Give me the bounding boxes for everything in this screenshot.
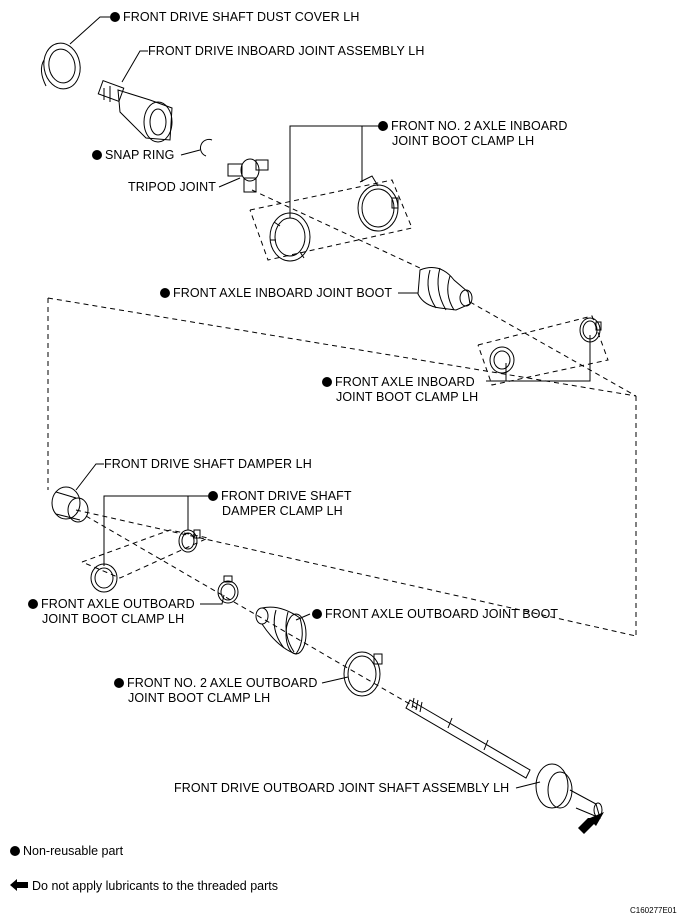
label-outboard-boot: FRONT AXLE OUTBOARD JOINT BOOT — [312, 607, 558, 622]
label-outboard-clamp: FRONT AXLE OUTBOARD JOINT BOOT CLAMP LH — [28, 597, 195, 627]
non-reusable-dot-icon — [378, 121, 388, 131]
non-reusable-dot-icon — [10, 846, 20, 856]
dust-cover-part — [40, 42, 81, 90]
inboard-boot-part — [417, 267, 473, 311]
arrow-left-icon — [10, 879, 28, 891]
label-damper: FRONT DRIVE SHAFT DAMPER LH — [104, 457, 312, 471]
outboard-small-clamp-part — [217, 575, 239, 604]
non-reusable-dot-icon — [322, 377, 332, 387]
no2-inboard-clamp-part — [357, 175, 399, 232]
inboard-large-clamp-part — [269, 212, 311, 262]
damper-clamp-part — [178, 529, 201, 553]
label-no2-outboard-clamp: FRONT NO. 2 AXLE OUTBOARD JOINT BOOT CLA… — [114, 676, 318, 706]
label-inboard-joint: FRONT DRIVE INBOARD JOINT ASSEMBLY LH — [148, 44, 425, 58]
label-inboard-boot: FRONT AXLE INBOARD JOINT BOOT — [160, 286, 392, 301]
outboard-boot-part — [255, 606, 307, 655]
legend-non-reusable: Non-reusable part — [10, 844, 123, 859]
non-reusable-dot-icon — [114, 678, 124, 688]
label-dust-cover: FRONT DRIVE SHAFT DUST COVER LH — [110, 10, 359, 25]
label-tripod-joint: TRIPOD JOINT — [128, 180, 217, 194]
outboard-clamp-ring-part — [90, 563, 118, 593]
non-reusable-dot-icon — [160, 288, 170, 298]
tripod-joint-part — [227, 158, 269, 193]
snap-ring-part — [199, 138, 213, 157]
assembly-dashed-lines — [47, 179, 637, 711]
legend-no-lubricant: Do not apply lubricants to the threaded … — [10, 879, 278, 894]
label-outboard-shaft: FRONT DRIVE OUTBOARD JOINT SHAFT ASSEMBL… — [174, 781, 510, 795]
damper-part — [51, 486, 89, 523]
no2-outboard-clamp-part — [343, 651, 383, 697]
inboard-joint-part — [97, 80, 173, 143]
figure-code: C160277E01 — [630, 906, 677, 915]
label-no2-inboard-clamp: FRONT NO. 2 AXLE INBOARD JOINT BOOT CLAM… — [378, 119, 568, 149]
non-reusable-dot-icon — [92, 150, 102, 160]
inboard-small-clamps-part — [489, 317, 602, 374]
label-snap-ring: SNAP RING — [92, 148, 174, 163]
leader-lines — [69, 16, 591, 789]
non-reusable-dot-icon — [208, 491, 218, 501]
outboard-shaft-part — [405, 697, 603, 819]
non-reusable-dot-icon — [110, 12, 120, 22]
no-lubricant-arrow-icon — [578, 812, 604, 834]
non-reusable-dot-icon — [312, 609, 322, 619]
label-inboard-clamp: FRONT AXLE INBOARD JOINT BOOT CLAMP LH — [322, 375, 478, 405]
label-damper-clamp: FRONT DRIVE SHAFT DAMPER CLAMP LH — [208, 489, 352, 519]
non-reusable-dot-icon — [28, 599, 38, 609]
